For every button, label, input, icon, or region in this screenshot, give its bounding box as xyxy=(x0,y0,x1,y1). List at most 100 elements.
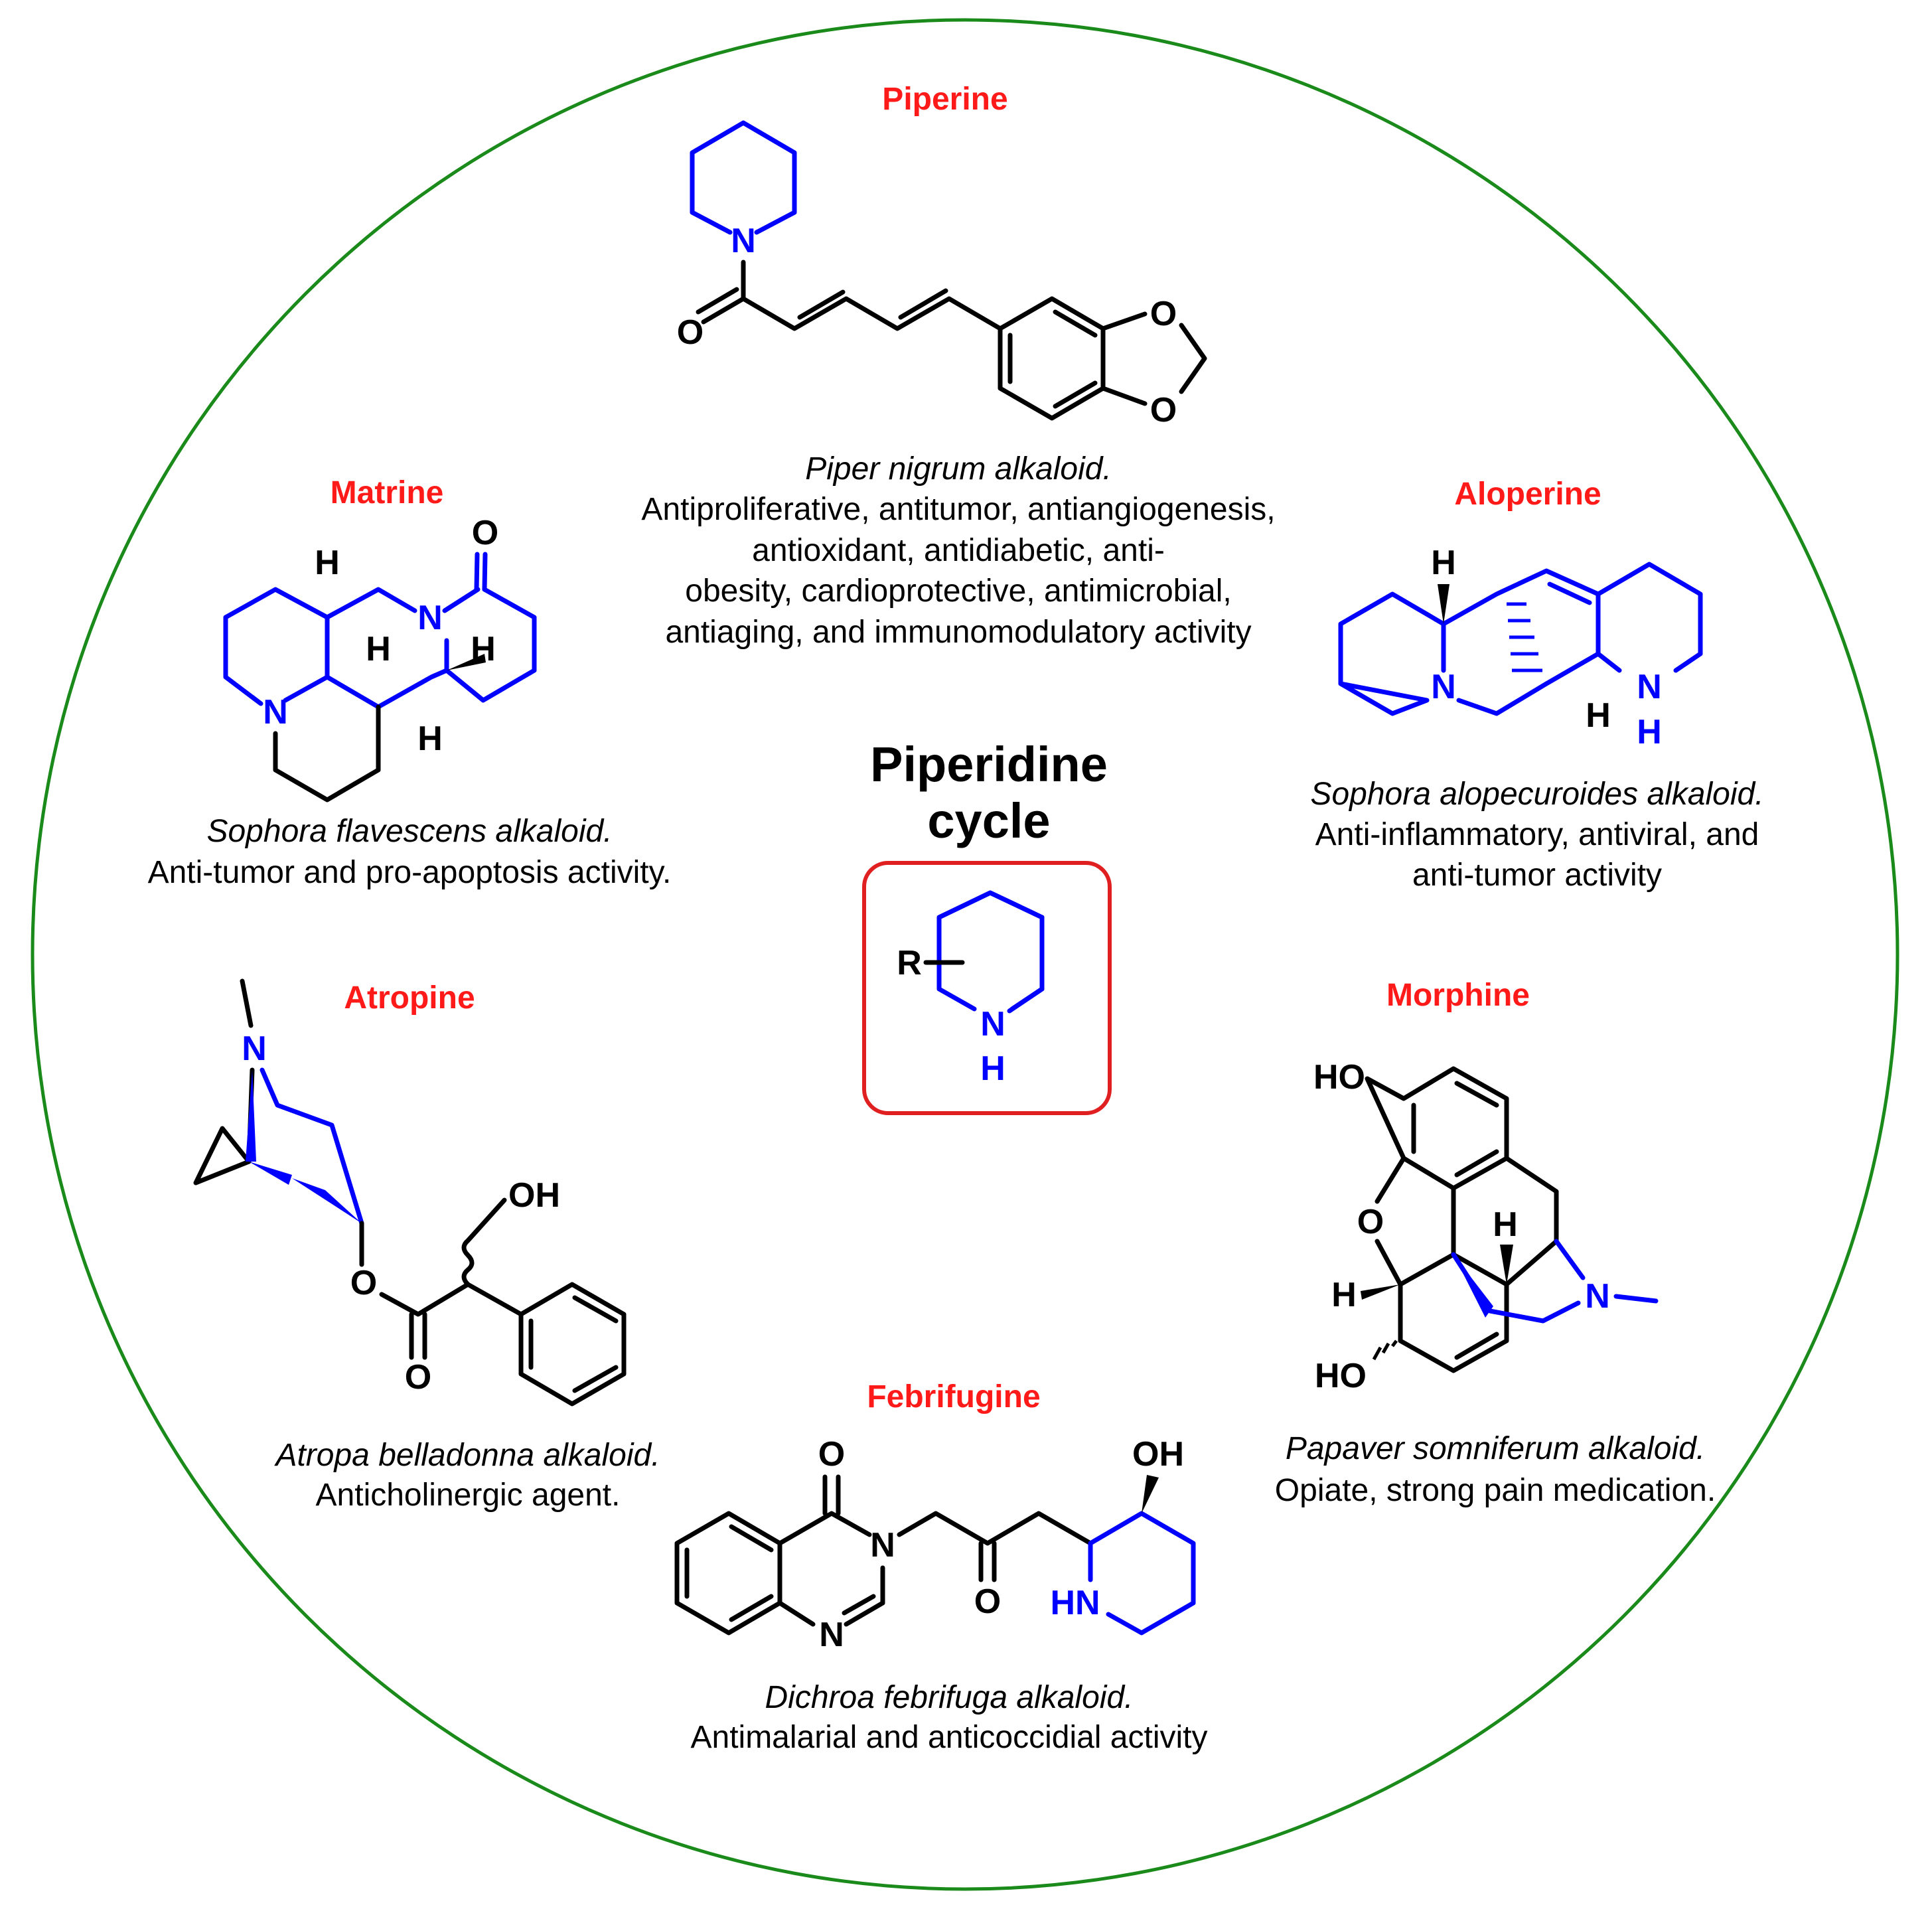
atropine-bicycle-b xyxy=(260,1067,364,1226)
atropine-name: Atropine xyxy=(344,980,475,1016)
atropine-bicycle-k xyxy=(193,1067,255,1185)
febrifugine-linker xyxy=(897,1511,1093,1546)
febrifugine-pyrimidinone xyxy=(777,1511,885,1627)
atropine-atom-o1: O xyxy=(350,1264,377,1302)
aloperine-source: Sophora alopecuroides alkaloid. xyxy=(1310,777,1763,812)
piperine-co2 xyxy=(696,287,739,315)
center-atom-r: R xyxy=(897,944,922,982)
matrine-atom-h1: H xyxy=(315,544,340,582)
atropine-wedge3 xyxy=(246,1070,256,1162)
aloperine-activity-2: anti-tumor activity xyxy=(1412,858,1662,893)
piperine-ring xyxy=(690,120,797,235)
piperine-source: Piper nigrum alkaloid. xyxy=(805,451,1112,487)
compound-matrine: Matrine O H N N H H H Sophora flavescens… xyxy=(148,475,672,890)
febrifugine-source: Dichroa febrifuga alkaloid. xyxy=(765,1680,1134,1715)
piperine-activity-4: antiaging, and immunomodulatory activity xyxy=(665,615,1251,650)
center-piperidine: Piperidine cycle R N H xyxy=(862,737,1112,1115)
matrine-ring-a xyxy=(223,587,330,706)
febrifugine-atom-oh: OH xyxy=(1132,1435,1184,1474)
atropine-ph-db2 xyxy=(572,1295,619,1324)
piperine-chain xyxy=(741,260,1003,331)
morphine-wedge-h1 xyxy=(1361,1284,1400,1300)
morphine-n-methyl xyxy=(1613,1294,1659,1304)
atropine-ph-db3 xyxy=(572,1365,619,1393)
atropine-wedge1 xyxy=(249,1162,292,1185)
aloperine-atom-h1: H xyxy=(1431,544,1456,582)
febrifugine-wedge-oh xyxy=(1142,1475,1159,1513)
aloperine-bridge xyxy=(1441,568,1601,716)
matrine-ring-c xyxy=(273,704,381,802)
aloperine-ring-a xyxy=(1338,591,1446,716)
matrine-co xyxy=(482,552,488,592)
piperine-atom-n: N xyxy=(731,222,756,260)
morphine-wedge-blue xyxy=(1453,1255,1493,1318)
atropine-ester xyxy=(359,1221,524,1317)
matrine-ring-b xyxy=(325,587,537,703)
morphine-atom-ho2: HO xyxy=(1315,1357,1367,1395)
matrine-atom-h4: H xyxy=(417,720,443,758)
aloperine-atom-n1: N xyxy=(1431,668,1456,706)
piperine-dioxole xyxy=(1100,311,1207,406)
matrine-atom-o: O xyxy=(472,514,498,552)
piperine-co xyxy=(701,296,746,325)
compound-atropine: Atropine N O O OH Atropa belladonna alka… xyxy=(193,978,660,1513)
febrifugine-bz-db2 xyxy=(729,1524,774,1553)
compound-aloperine: Aloperine H N N H H Sophora alopecuroide… xyxy=(1310,477,1763,893)
atropine-phenyl xyxy=(518,1282,627,1407)
aloperine-atom-n2: N xyxy=(1637,668,1662,706)
aloperine-db xyxy=(1547,581,1592,605)
center-title-line2: cycle xyxy=(927,793,1050,848)
febrifugine-atom-hn: HN xyxy=(1050,1584,1100,1622)
matrine-inner xyxy=(325,668,449,710)
piperine-atom-o2: O xyxy=(1150,295,1177,333)
piperine-atom-o3: O xyxy=(1150,391,1177,429)
compound-morphine: Morphine HO O H H HO N Papaver somniferu… xyxy=(1275,978,1716,1508)
matrine-atom-n1: N xyxy=(417,599,443,637)
center-atom-h: H xyxy=(980,1049,1005,1088)
morphine-atom-o: O xyxy=(1357,1203,1384,1241)
morphine-c-db xyxy=(1454,1332,1499,1360)
compound-febrifugine: Febrifugine O N N O HN OH Dichroa febrif… xyxy=(674,1379,1208,1755)
aloperine-atom-h2: H xyxy=(1586,696,1611,735)
morphine-atom-ho1: HO xyxy=(1313,1058,1365,1097)
morphine-ar-db1 xyxy=(1454,1081,1499,1108)
aloperine-hash xyxy=(1507,602,1542,672)
compound-piperine: Piperine N O O O Piper nigrum alkaloid. … xyxy=(641,82,1275,650)
febrifugine-atom-n1: N xyxy=(870,1526,895,1565)
aloperine-activity-1: Anti-inflammatory, antiviral, and xyxy=(1315,817,1759,852)
aloperine-name: Aloperine xyxy=(1454,477,1601,512)
febrifugine-atom-o2: O xyxy=(974,1582,1001,1621)
febrifugine-atom-n2: N xyxy=(819,1616,844,1654)
piperine-db2 xyxy=(898,288,948,320)
morphine-wedge-h xyxy=(1500,1245,1513,1284)
center-title-line1: Piperidine xyxy=(870,737,1108,792)
morphine-atom-h2: H xyxy=(1493,1205,1518,1244)
aloperine-wedge xyxy=(1438,584,1449,624)
morphine-activity-1: Opiate, strong pain medication. xyxy=(1275,1473,1716,1508)
atropine-atom-o2: O xyxy=(405,1358,431,1397)
piperine-activity-1: Antiproliferative, antitumor, antiangiog… xyxy=(641,492,1275,527)
morphine-ar-db3 xyxy=(1454,1149,1499,1178)
matrine-wedge xyxy=(447,654,486,670)
center-ring-path xyxy=(936,890,1045,1012)
atropine-wedge2 xyxy=(292,1178,362,1223)
matrine-atom-h2: H xyxy=(366,630,391,668)
matrine-activity-1: Anti-tumor and pro-apoptosis activity. xyxy=(148,855,672,890)
atropine-atom-oh: OH xyxy=(508,1176,560,1215)
morphine-aromatic xyxy=(1365,1066,1509,1191)
piperine-benz-db3 xyxy=(1053,380,1098,409)
aloperine-atom-h3: H xyxy=(1637,713,1662,751)
morphine-name: Morphine xyxy=(1386,978,1530,1013)
febrifugine-bz-db3 xyxy=(729,1594,774,1622)
piperine-benz-db1 xyxy=(1053,309,1098,338)
atropine-wavy xyxy=(461,1197,507,1287)
center-box xyxy=(862,861,1112,1115)
atropine-methyl xyxy=(240,978,254,1028)
atropine-activity-1: Anticholinergic agent. xyxy=(316,1478,621,1513)
febrifugine-cn-db xyxy=(842,1594,876,1616)
piperine-name: Piperine xyxy=(882,82,1007,117)
aloperine-ring-b xyxy=(1596,562,1703,673)
piperine-benzene xyxy=(998,296,1106,421)
atropine-atom-n: N xyxy=(242,1030,267,1068)
